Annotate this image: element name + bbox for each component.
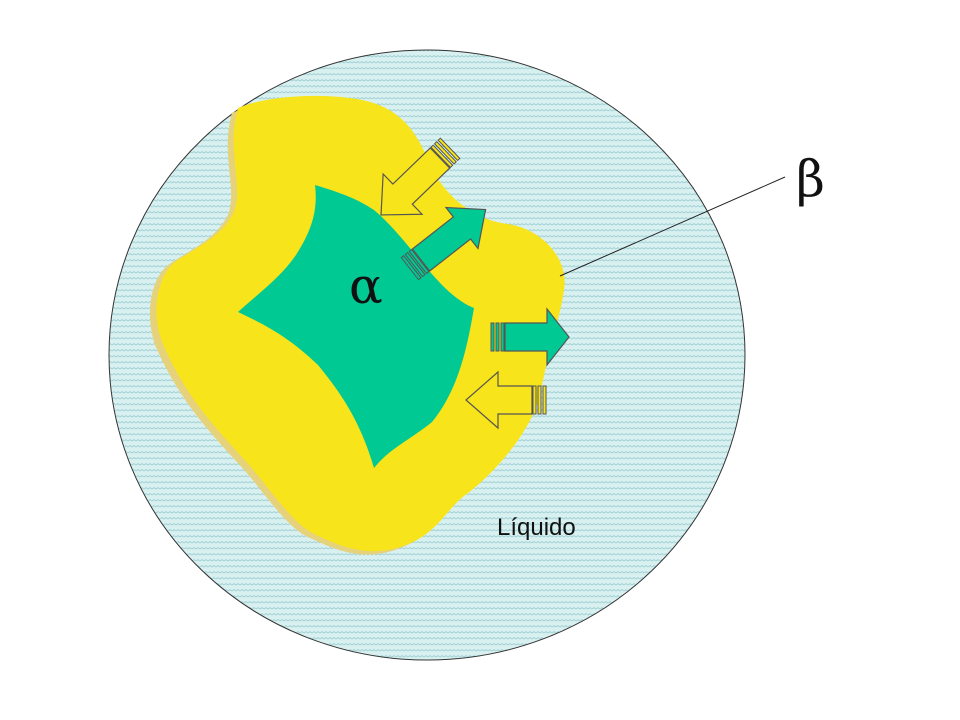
hollow-yellow-arrow-icon <box>465 370 547 430</box>
solid-green-arrow-icon <box>490 307 570 367</box>
solid-green-arrow-icon <box>400 206 487 281</box>
beta-leader-line <box>559 176 786 277</box>
alpha-label: α <box>349 257 383 315</box>
liquid-label: Líquido <box>497 514 576 541</box>
beta-label: β <box>796 150 825 208</box>
hollow-yellow-arrow-icon <box>380 137 461 216</box>
